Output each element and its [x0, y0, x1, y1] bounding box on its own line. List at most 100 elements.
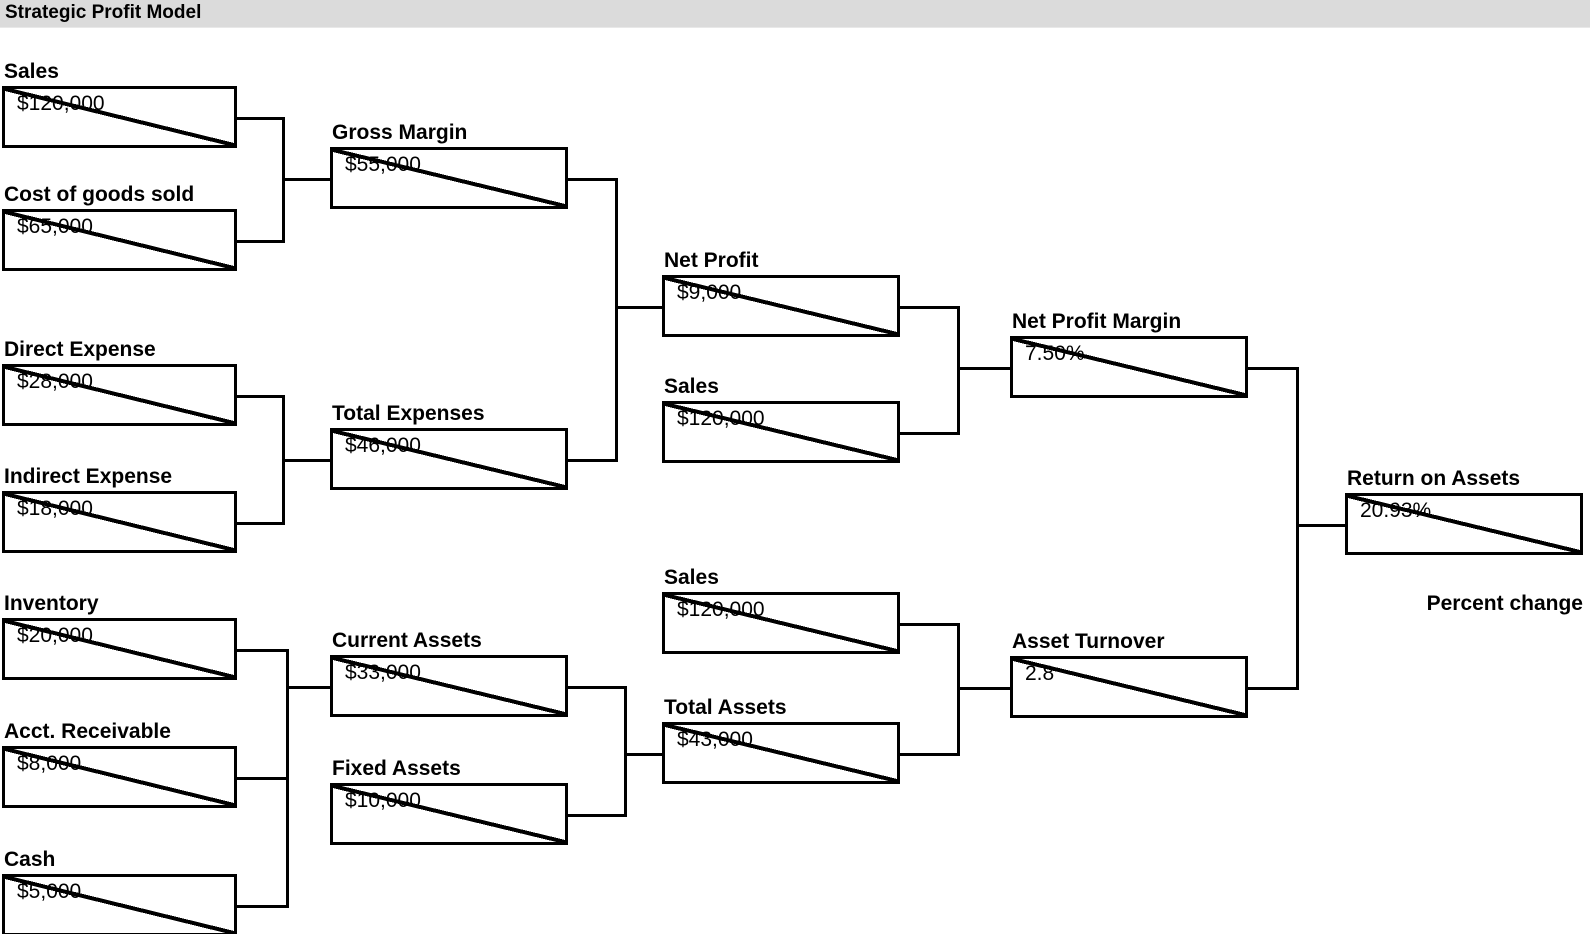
connector-segment [237, 240, 285, 243]
connector-segment [568, 459, 618, 462]
node-value: $8,000 [17, 752, 82, 775]
slash-box: $5,000 [2, 874, 237, 934]
node-indirect-expense: Indirect Expense $18,000 [2, 465, 237, 553]
slash-box: $33,000 [330, 655, 568, 717]
node-label: Direct Expense [4, 338, 156, 361]
node-label: Sales [664, 375, 719, 398]
connector-segment [1296, 367, 1299, 690]
connector-segment [615, 178, 618, 462]
page-title: Strategic Profit Model [5, 2, 202, 23]
slash-box: $46,000 [330, 428, 568, 490]
connector-segment [615, 306, 662, 309]
slash-box: $28,000 [2, 364, 237, 426]
connector-segment [624, 753, 662, 756]
node-label: Asset Turnover [1012, 630, 1165, 653]
node-label: Inventory [4, 592, 99, 615]
connector-segment [957, 687, 1010, 690]
title-bar: Strategic Profit Model [0, 0, 1590, 28]
node-label: Gross Margin [332, 121, 468, 144]
connector-segment [624, 686, 627, 817]
node-value: $120,000 [677, 407, 765, 430]
node-value: $120,000 [677, 598, 765, 621]
connector-segment [900, 432, 960, 435]
slash-box: 20.93% [1345, 493, 1583, 555]
node-label: Cost of goods sold [4, 183, 195, 206]
slash-box: $43,000 [662, 722, 900, 784]
connector-segment [237, 777, 289, 780]
connector-segment [1248, 687, 1299, 690]
connector-segment [900, 306, 960, 309]
node-acct-receivable: Acct. Receivable $8,000 [2, 720, 237, 808]
node-label: Sales [664, 566, 719, 589]
node-value: $9,000 [677, 281, 742, 304]
slash-box: $120,000 [662, 592, 900, 654]
connector-segment [900, 623, 960, 626]
connector-segment [237, 395, 285, 398]
connector-segment [286, 649, 289, 908]
node-value: $65,000 [17, 215, 93, 238]
connector-segment [900, 753, 960, 756]
node-label: Total Expenses [332, 402, 485, 425]
node-cash: Cash $5,000 [2, 848, 237, 934]
connector-segment [568, 814, 627, 817]
slash-box: $9,000 [662, 275, 900, 337]
connector-segment [282, 178, 330, 181]
node-asset-turnover: Asset Turnover 2.8 [1010, 630, 1248, 718]
node-label: Fixed Assets [332, 757, 461, 780]
connector-segment [237, 649, 289, 652]
slash-box: $55,000 [330, 147, 568, 209]
node-label: Current Assets [332, 629, 482, 652]
node-cost-of-goods-sold: Cost of goods sold $65,000 [2, 183, 237, 271]
connector-segment [237, 117, 285, 120]
node-value: 7.50% [1025, 342, 1085, 365]
slash-box: 2.8 [1010, 656, 1248, 718]
node-value: 20.93% [1360, 499, 1432, 522]
connector-segment [1296, 524, 1345, 527]
node-value: $43,000 [677, 728, 753, 751]
node-label: Cash [4, 848, 56, 871]
node-label: Return on Assets [1347, 467, 1521, 490]
node-value: $18,000 [17, 497, 93, 520]
node-label: Net Profit [664, 249, 759, 272]
slash-box: $10,000 [330, 783, 568, 845]
node-label: Indirect Expense [4, 465, 173, 488]
node-return-on-assets: Return on Assets 20.93% [1345, 467, 1583, 555]
connector-segment [568, 178, 618, 181]
node-label: Net Profit Margin [1012, 310, 1182, 333]
node-label: Sales [4, 60, 59, 83]
slash-box: 7.50% [1010, 336, 1248, 398]
node-net-profit: Net Profit $9,000 [662, 249, 900, 337]
percent-change-annotation: Percent change [1426, 592, 1583, 615]
connector-segment [957, 306, 960, 435]
node-sales-low: Sales $120,000 [662, 566, 900, 654]
connector-segment [568, 686, 627, 689]
connector-segment [282, 459, 330, 462]
node-net-profit-margin: Net Profit Margin 7.50% [1010, 310, 1248, 398]
node-inventory: Inventory $20,000 [2, 592, 237, 680]
node-label: Total Assets [664, 696, 787, 719]
node-sales-mid: Sales $120,000 [662, 375, 900, 463]
node-value: $55,000 [345, 153, 421, 176]
node-current-assets: Current Assets $33,000 [330, 629, 568, 717]
node-sales-top: Sales $120,000 [2, 60, 237, 148]
slash-box: $20,000 [2, 618, 237, 680]
connector-segment [286, 686, 330, 689]
node-value: 2.8 [1025, 662, 1055, 685]
node-fixed-assets: Fixed Assets $10,000 [330, 757, 568, 845]
slash-box: $8,000 [2, 746, 237, 808]
slash-box: $65,000 [2, 209, 237, 271]
node-value: $20,000 [17, 624, 93, 647]
connector-segment [237, 905, 289, 908]
node-value: $46,000 [345, 434, 421, 457]
slash-box: $120,000 [662, 401, 900, 463]
slash-box: $18,000 [2, 491, 237, 553]
node-value: $10,000 [345, 789, 421, 812]
node-value: $5,000 [17, 880, 82, 903]
node-total-assets: Total Assets $43,000 [662, 696, 900, 784]
node-label: Acct. Receivable [4, 720, 171, 743]
node-total-expenses: Total Expenses $46,000 [330, 402, 568, 490]
connector-segment [1248, 367, 1299, 370]
node-value: $28,000 [17, 370, 93, 393]
connector-segment [237, 522, 285, 525]
